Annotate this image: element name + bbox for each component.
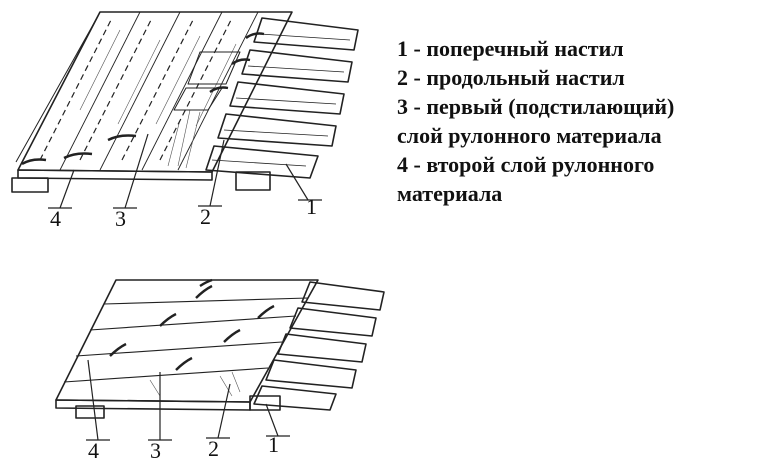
bottom-illustration xyxy=(55,278,385,441)
top-callout-1: 1 xyxy=(306,194,317,219)
top-transverse-boards xyxy=(205,17,359,179)
bottom-transverse-boards xyxy=(253,281,385,411)
bottom-callout-3: 3 xyxy=(150,438,161,463)
top-callout-3: 3 xyxy=(115,206,126,231)
legend: 1 - поперечный настил 2 - продольный нас… xyxy=(397,34,762,208)
legend-line: 3 - первый (подстилающий) xyxy=(397,94,675,119)
legend-line: 1 - поперечный настил xyxy=(397,36,624,61)
top-callout-2: 2 xyxy=(200,204,211,229)
legend-line: материала xyxy=(397,181,503,206)
legend-line: слой рулонного материала xyxy=(397,123,662,148)
bottom-callout-1: 1 xyxy=(268,432,279,457)
top-joists xyxy=(11,171,271,193)
top-callout-4: 4 xyxy=(50,206,61,231)
top-illustration xyxy=(11,11,359,209)
bottom-callout-2: 2 xyxy=(208,436,219,461)
bottom-joists xyxy=(75,395,281,419)
bottom-callout-4: 4 xyxy=(88,438,99,463)
legend-line: 4 - второй слой рулонного xyxy=(397,152,655,177)
legend-line: 2 - продольный настил xyxy=(397,65,625,90)
bottom-longitudinal-deck xyxy=(55,279,319,403)
